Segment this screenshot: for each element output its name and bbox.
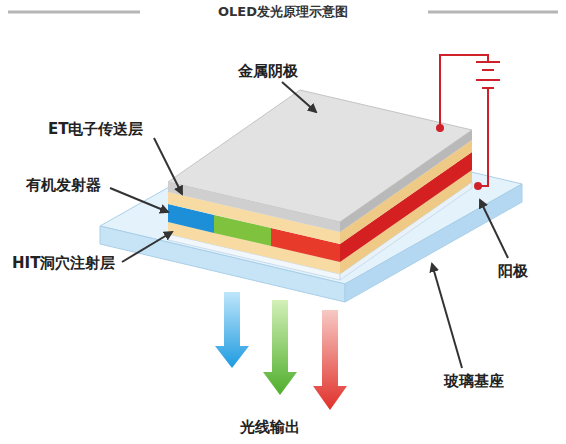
part-label: ET电子传送层 — [48, 120, 143, 138]
battery-circuit — [440, 55, 500, 186]
output-label: 光线输出 — [240, 418, 300, 436]
part-label: HIT洞穴注射层 — [12, 254, 115, 272]
part-label: 金属阴极 — [238, 62, 298, 80]
terminal-dot — [436, 124, 444, 132]
metal-cathode — [168, 90, 472, 232]
title-rule — [428, 11, 558, 14]
red-light-arrow — [313, 310, 347, 410]
part-label: 阳极 — [498, 262, 528, 280]
title-rule — [8, 11, 140, 14]
part-label: 有机发射器 — [26, 176, 101, 194]
diagram-title: OLED发光原理示意图 — [218, 4, 348, 20]
green-light-arrow — [263, 300, 297, 395]
blue-light-arrow — [215, 292, 249, 368]
leader-lines — [110, 82, 508, 368]
terminal-dot — [474, 182, 482, 190]
part-label: 玻璃基座 — [444, 372, 504, 390]
